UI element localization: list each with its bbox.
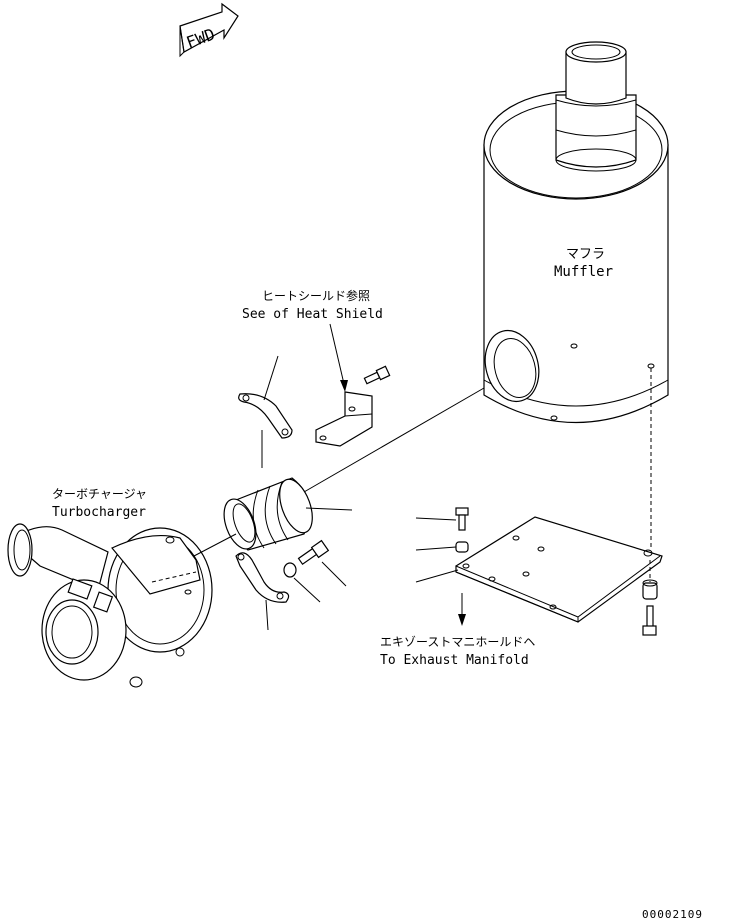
exhaust-bellows [223,477,313,551]
spacer-bolt-right [642,579,658,636]
centerline-muffler-bellows [303,387,485,493]
muffler: マフラ Muffler [483,41,669,423]
heat-shield-arrowhead [340,380,348,392]
exhaust-manifold-label-jp: エキゾーストマニホールドヘ [380,635,535,649]
lower-clamp-half [235,552,290,603]
muffler-bracket-plate [455,516,663,623]
leader-plate-washer [415,546,457,551]
muffler-label-en: Muffler [554,264,613,280]
leader-lower-bolt [321,561,347,587]
turbocharger-label-en: Turbocharger [52,505,146,520]
leader-heat-shield [329,323,345,385]
leader-lower-washer [293,577,321,603]
down-arrow-icon [458,593,466,626]
leader-bellows [305,507,353,511]
turbocharger-label-jp: ターボチャージャ [52,487,147,501]
bracket-bolt [363,365,391,385]
leader-plate-bolt [415,517,457,521]
muffler-label-jp: マフラ [566,247,605,262]
heat-shield-bracket [315,391,373,447]
drawing-number: 00002109 [642,908,703,921]
lower-washer-bolt [283,539,330,578]
fwd-arrow-icon: FWD [179,2,239,58]
upper-clamp-half [238,393,293,439]
heat-shield-label-en: See of Heat Shield [242,307,383,322]
turbocharger [7,523,213,688]
leader-plate [415,569,459,583]
plate-bolt [455,507,469,553]
heat-shield-label-jp: ヒートシールド参照 [262,288,370,303]
leader-upper-clamp [263,355,279,401]
centerline-bellows-turbo [193,533,237,557]
dash-line-turbo [151,571,197,583]
exhaust-manifold-label-en: To Exhaust Manifold [380,653,529,668]
leader-lower-clamp [265,599,269,631]
